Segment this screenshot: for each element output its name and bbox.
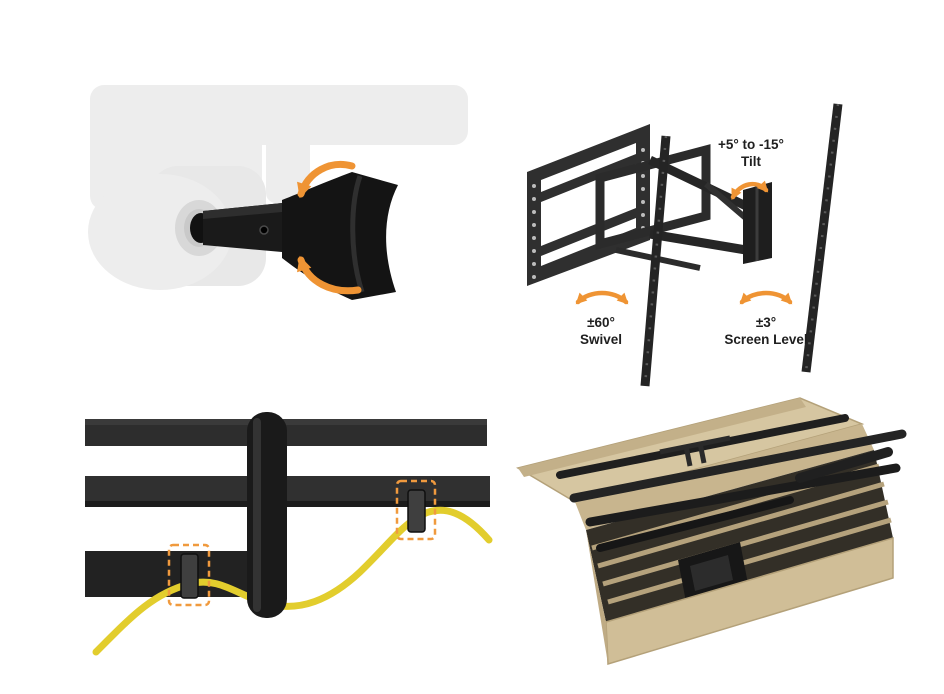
cable-clip-left-highlight (167, 543, 211, 607)
swivel-label: Swivel (580, 332, 622, 347)
cable-clip-left (180, 553, 199, 599)
vesa-bracket (743, 182, 772, 264)
vesa-rail-right (801, 103, 843, 373)
tilt-label: Tilt (741, 154, 762, 169)
packed-rail-2 (569, 429, 907, 503)
tilt-arrow-icon (730, 180, 769, 200)
box-left-face (586, 530, 608, 664)
swivel-arrow-icon (575, 290, 629, 305)
rotation-arrow-icon (297, 161, 362, 295)
panel-mount-overview: +5° to -15° Tilt ±60° Swivel ±3° Screen … (527, 103, 843, 387)
panel-packaging (516, 397, 907, 665)
box-lid-edge (518, 398, 806, 477)
screen-level-range-label: ±3° (756, 315, 776, 330)
packed-rail-4 (795, 447, 893, 483)
panel-cable-management (85, 412, 493, 656)
packed-rails (556, 414, 907, 552)
cable-clip-right-highlight (395, 479, 437, 541)
packed-rail-5 (596, 496, 794, 552)
wall-plate (527, 124, 650, 286)
screen-level-label: Screen Level (724, 332, 807, 347)
swivel-range-label: ±60° (587, 315, 615, 330)
screen-level-arrow-icon (739, 290, 793, 305)
set-screw (259, 225, 269, 235)
vesa-rail-left (640, 135, 671, 387)
arm-joint-column (247, 412, 287, 618)
articulating-arms (595, 144, 750, 271)
panel-swivel-closeup (88, 85, 468, 300)
box-interior (586, 450, 893, 622)
tv-back-shape (88, 85, 468, 290)
tilt-range-label: +5° to -15° (718, 137, 784, 152)
packed-rail-3 (585, 463, 901, 527)
cable-clip-right (407, 489, 426, 533)
mount-arm-middle (85, 476, 490, 507)
